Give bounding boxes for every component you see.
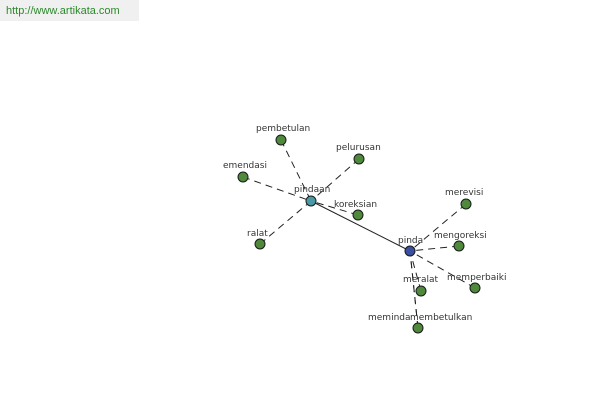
node-pembetulan[interactable] xyxy=(275,134,287,146)
label-ralat[interactable]: ralat xyxy=(247,229,268,239)
label-pindaan[interactable]: pindaan xyxy=(294,185,330,195)
edge-koreksian-pindaan xyxy=(310,200,359,216)
node-pelurusan[interactable] xyxy=(353,153,365,165)
node-ralat[interactable] xyxy=(254,238,266,250)
nodes xyxy=(237,134,481,334)
label-meminda[interactable]: meminda xyxy=(368,313,411,323)
label-membetulkan[interactable]: membetulkan xyxy=(410,313,472,323)
edges xyxy=(242,139,476,329)
node-memperbaiki[interactable] xyxy=(469,282,481,294)
node-mengoreksi[interactable] xyxy=(453,240,465,252)
label-merevisi[interactable]: merevisi xyxy=(445,188,483,198)
edge-mengoreksi-pinda xyxy=(409,245,460,252)
node-pinda[interactable] xyxy=(404,245,416,257)
edge-pindaan-pinda xyxy=(310,200,411,252)
labels: pembetulan pelurusan emendasi koreksian rala… xyxy=(223,124,506,323)
url-watermark[interactable]: http://www.artikata.com xyxy=(6,5,120,17)
node-membetulkan[interactable] xyxy=(412,322,424,334)
edge-pelurusan-pindaan xyxy=(310,158,360,202)
label-meralat[interactable]: meralat xyxy=(403,275,439,285)
label-emendasi[interactable]: emendasi xyxy=(223,161,267,171)
label-memperbaiki[interactable]: memperbaiki xyxy=(447,273,506,283)
node-pindaan[interactable] xyxy=(305,195,317,207)
edge-emendasi-pindaan xyxy=(242,176,312,202)
node-koreksian[interactable] xyxy=(352,209,364,221)
node-merevisi[interactable] xyxy=(460,198,472,210)
edge-memperbaiki-pinda xyxy=(409,250,476,289)
edge-meminda-pinda xyxy=(409,250,419,329)
label-koreksian[interactable]: koreksian xyxy=(334,200,377,210)
edge-meralat-pinda xyxy=(409,250,422,292)
edge-merevisi-pinda xyxy=(409,203,467,252)
label-pembetulan[interactable]: pembetulan xyxy=(256,124,310,134)
label-pinda[interactable]: pinda xyxy=(398,236,423,246)
label-mengoreksi[interactable]: mengoreksi xyxy=(434,231,487,241)
node-meralat[interactable] xyxy=(415,285,427,297)
node-emendasi[interactable] xyxy=(237,171,249,183)
label-pelurusan[interactable]: pelurusan xyxy=(336,143,381,153)
url-banner: http://www.artikata.com xyxy=(0,0,139,21)
